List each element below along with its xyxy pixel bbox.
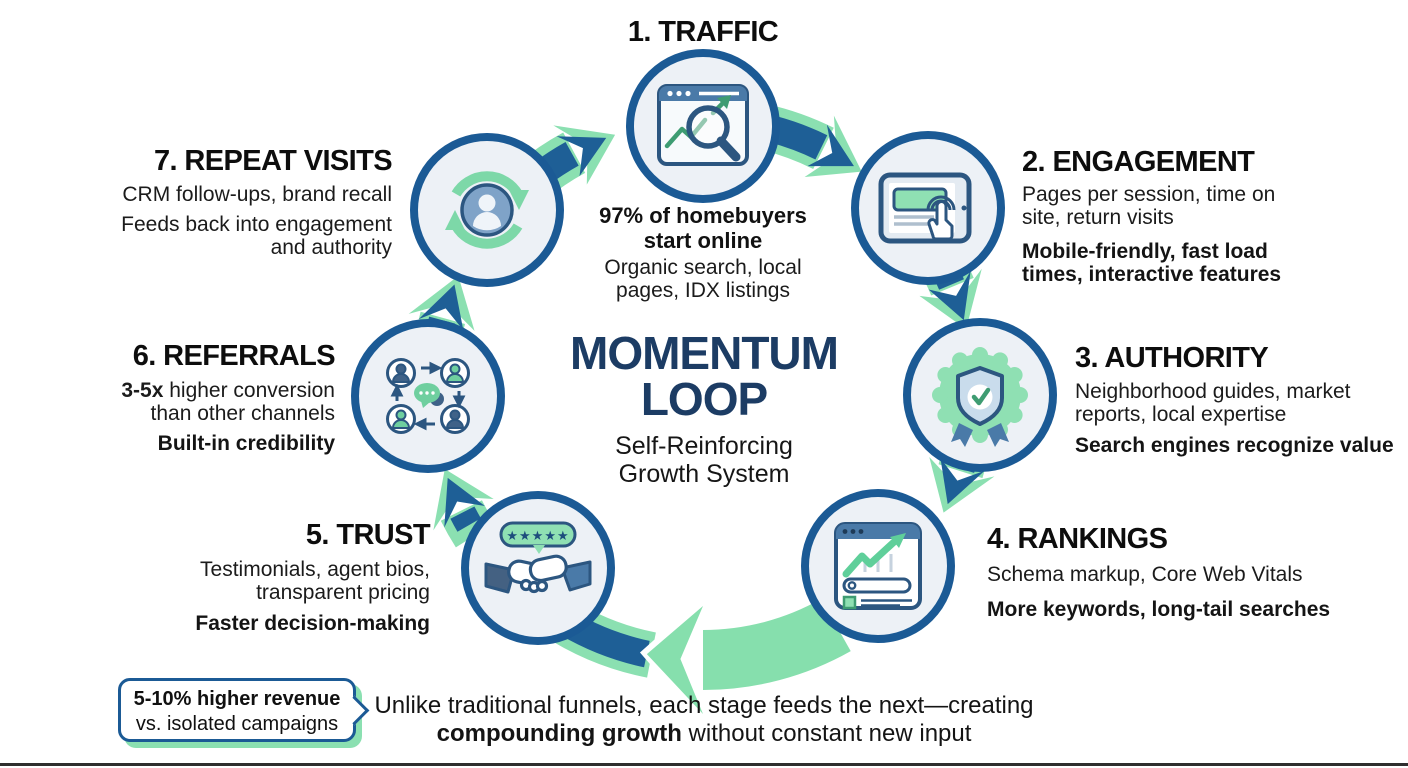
stage-title-repeat-visits: 7. REPEAT VISITS	[153, 145, 393, 177]
stage-title-trust: 5. TRUST	[305, 519, 431, 551]
people-network-chat-icon	[386, 358, 470, 434]
stage-title-referrals: 6. REFERRALS	[132, 340, 336, 372]
stage-title-authority: 3. AUTHORITY	[1075, 342, 1269, 374]
footer-summary: Unlike traditional funnels, each stage f…	[374, 692, 1034, 747]
stage-text-referrals: 6. REFERRALS 3-5x higher conversion than…	[121, 340, 335, 455]
stage-text-authority: 3. AUTHORITY Neighborhood guides, market…	[1075, 342, 1394, 457]
stage-text-repeat-visits: 7. REPEAT VISITS CRM follow-ups, brand r…	[121, 145, 392, 259]
handshake-five-stars-icon: ★★★★★	[484, 521, 592, 594]
callout-stat: 5-10% higher revenue	[133, 688, 341, 710]
stage-title-traffic: 1. TRAFFIC	[627, 16, 779, 48]
stage-text-trust: 5. TRUST Testimonials, agent bios,transp…	[195, 519, 430, 635]
tablet-tap-icon	[878, 172, 972, 244]
stage-title-rankings: 4. RANKINGS	[987, 523, 1168, 555]
stage-text-rankings: 4. RANKINGS Schema markup, Core Web Vita…	[987, 523, 1331, 621]
svg-text:★★★★★: ★★★★★	[506, 529, 569, 544]
person-refresh-arrows-icon	[445, 171, 529, 249]
browser-analytics-search-icon	[657, 84, 749, 166]
stage-title-engagement: 2. ENGAGEMENT	[1022, 146, 1255, 178]
callout-caption: vs. isolated campaigns	[135, 713, 339, 735]
browser-growth-chart-icon	[834, 522, 922, 610]
badge-shield-check-icon	[932, 347, 1028, 447]
bottom-divider	[0, 763, 1408, 766]
stage-text-engagement: 2. ENGAGEMENT Pages per session, time on…	[1022, 146, 1282, 286]
revenue-callout-bubble: 5-10% higher revenue vs. isolated campai…	[118, 678, 370, 742]
